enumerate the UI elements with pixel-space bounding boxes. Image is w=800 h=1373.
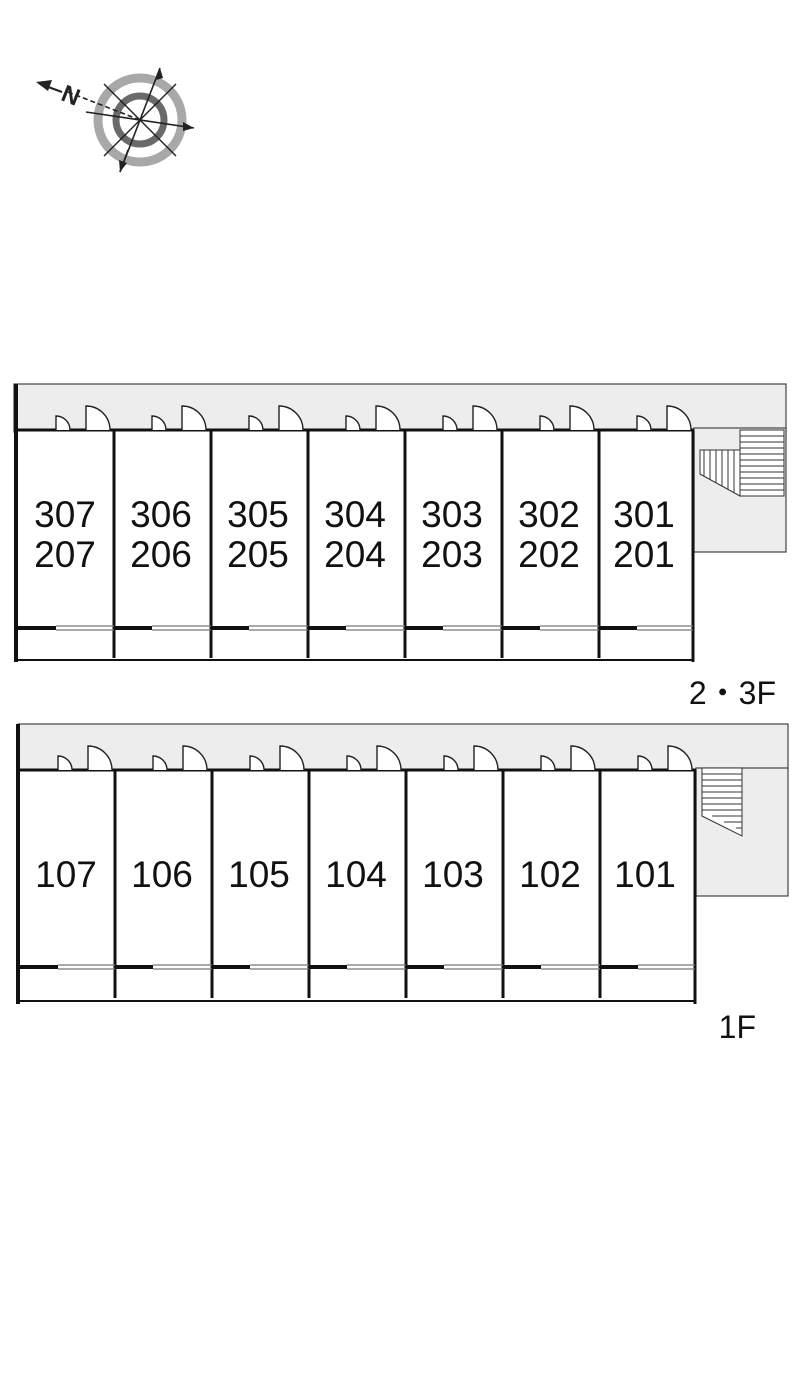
unit-number: 302 <box>518 494 580 535</box>
door-icon <box>443 755 459 771</box>
door-icon <box>346 755 362 771</box>
door-icon <box>87 745 113 771</box>
door-icon <box>376 745 402 771</box>
door-icon <box>666 405 692 431</box>
door-icon <box>345 415 361 431</box>
unit-number: 304 <box>324 494 386 535</box>
unit-number: 105 <box>228 854 290 895</box>
door-icon <box>569 405 595 431</box>
unit-labels-upper: 307 207 306 206 305 205 304 204 303 203 … <box>34 494 675 575</box>
staircase-icon <box>699 429 785 497</box>
unit-number: 206 <box>130 534 192 575</box>
unit-number: 106 <box>131 854 193 895</box>
door-icon <box>57 755 73 771</box>
unit-number: 301 <box>613 494 675 535</box>
door-icon <box>249 755 265 771</box>
compass-north-label: N <box>57 80 83 112</box>
unit-number: 107 <box>35 854 97 895</box>
door-icon <box>442 415 458 431</box>
door-icon <box>667 745 693 771</box>
unit-number: 204 <box>324 534 386 575</box>
door-icon <box>637 755 653 771</box>
door-icon <box>279 745 305 771</box>
compass-icon: N <box>36 67 195 173</box>
unit-number: 201 <box>613 534 675 575</box>
door-icon <box>473 745 499 771</box>
door-icon <box>55 415 71 431</box>
unit-number: 104 <box>325 854 387 895</box>
unit-number: 307 <box>34 494 96 535</box>
unit-number: 203 <box>421 534 483 575</box>
floor-label-upper: 2・3F <box>689 675 776 711</box>
door-icon <box>570 745 596 771</box>
unit-number: 103 <box>422 854 484 895</box>
floor-label-ground: 1F <box>719 1009 756 1045</box>
floor-plan-ground: 107 106 105 104 103 102 101 1F <box>16 723 789 1045</box>
unit-number: 102 <box>519 854 581 895</box>
door-icon <box>85 405 111 431</box>
floor-plan-upper: 307 207 306 206 305 205 304 204 303 203 … <box>13 383 787 711</box>
unit-number: 207 <box>34 534 96 575</box>
unit-labels-ground: 107 106 105 104 103 102 101 <box>35 854 676 895</box>
door-icon <box>151 415 167 431</box>
door-icon <box>472 405 498 431</box>
door-icon <box>182 745 208 771</box>
door-icon <box>539 415 555 431</box>
door-icon <box>375 405 401 431</box>
unit-number: 205 <box>227 534 289 575</box>
door-icon <box>636 415 652 431</box>
unit-number: 303 <box>421 494 483 535</box>
unit-number: 305 <box>227 494 289 535</box>
unit-number: 101 <box>614 854 676 895</box>
door-icon <box>278 405 304 431</box>
door-icon <box>181 405 207 431</box>
door-icon <box>540 755 556 771</box>
staircase-icon <box>701 767 743 837</box>
unit-number: 202 <box>518 534 580 575</box>
door-icon <box>248 415 264 431</box>
door-icon <box>152 755 168 771</box>
unit-number: 306 <box>130 494 192 535</box>
